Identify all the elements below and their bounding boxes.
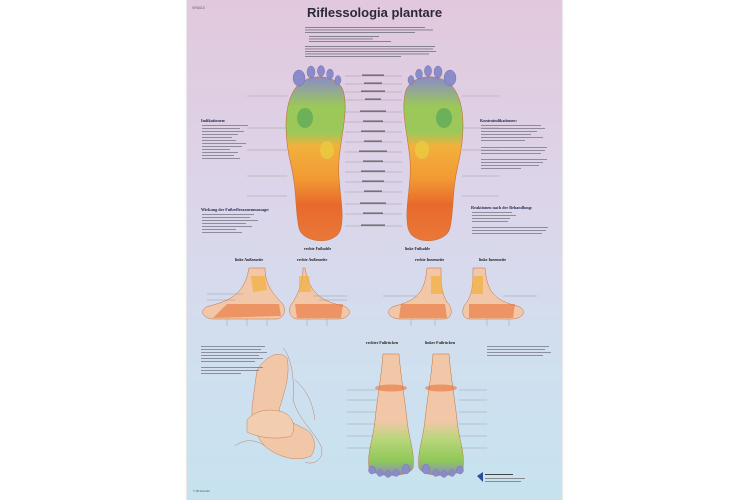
reactions-heading: Reaktionen nach der Behandlung:: [471, 205, 533, 210]
dorsum-leader-lines: [347, 389, 487, 449]
lower-text-lines: [201, 346, 551, 374]
sole-leader-lines: [247, 75, 499, 227]
illustration-layer: [201, 65, 551, 482]
publisher-logo: [477, 472, 525, 482]
indications-heading: Indikationen:: [201, 118, 226, 123]
label-right-sole: rechte Fußsohle: [304, 246, 332, 251]
right-sole-illustration: [285, 65, 346, 241]
effect-list-lines: [202, 214, 258, 233]
left-sole-illustration: [403, 65, 464, 241]
reflexology-poster: VR3413 Riflessologia plantare Indikation…: [187, 0, 562, 500]
label-left-dorsum: linker Fußrücken: [425, 340, 456, 345]
contraindications-box: Kontraindikationen:: [480, 118, 556, 178]
left-dorsum-illustration: [418, 353, 464, 478]
copyright-text: © 3B Scientific: [193, 490, 210, 493]
label-right-inner: rechte Innenseite: [415, 257, 445, 262]
label-left-outer: linke Außenseite: [235, 257, 264, 262]
sole-label-marks: [359, 74, 387, 226]
side-leader-lines: [207, 293, 537, 326]
poster-title: Riflessologia plantare: [306, 5, 443, 20]
indications-box: Indikationen:: [201, 118, 271, 170]
side-views: [202, 267, 524, 320]
intro-text-lines: [305, 27, 436, 57]
contraindications-heading: Kontraindikationen:: [480, 118, 517, 123]
label-right-outer: rechte Außenseite: [297, 257, 328, 262]
effect-heading: Wirkung der Fußreflexzonenmassage:: [201, 207, 270, 212]
poster-code: VR3413: [192, 6, 205, 10]
massage-hands-illustration: [234, 347, 323, 464]
label-right-dorsum: rechter Fußrücken: [366, 340, 399, 345]
reactions-list-lines: [472, 212, 548, 234]
contraindications-list-lines: [481, 125, 547, 169]
effect-box: Wirkung der Fußreflexzonenmassage:: [201, 207, 296, 247]
label-left-sole: linke Fußsohle: [405, 246, 431, 251]
label-left-inner: linke Innenseite: [479, 257, 507, 262]
right-dorsum-illustration: [368, 353, 414, 478]
reactions-box: Reaktionen nach der Behandlung:: [471, 205, 556, 255]
indications-list-lines: [202, 125, 248, 159]
